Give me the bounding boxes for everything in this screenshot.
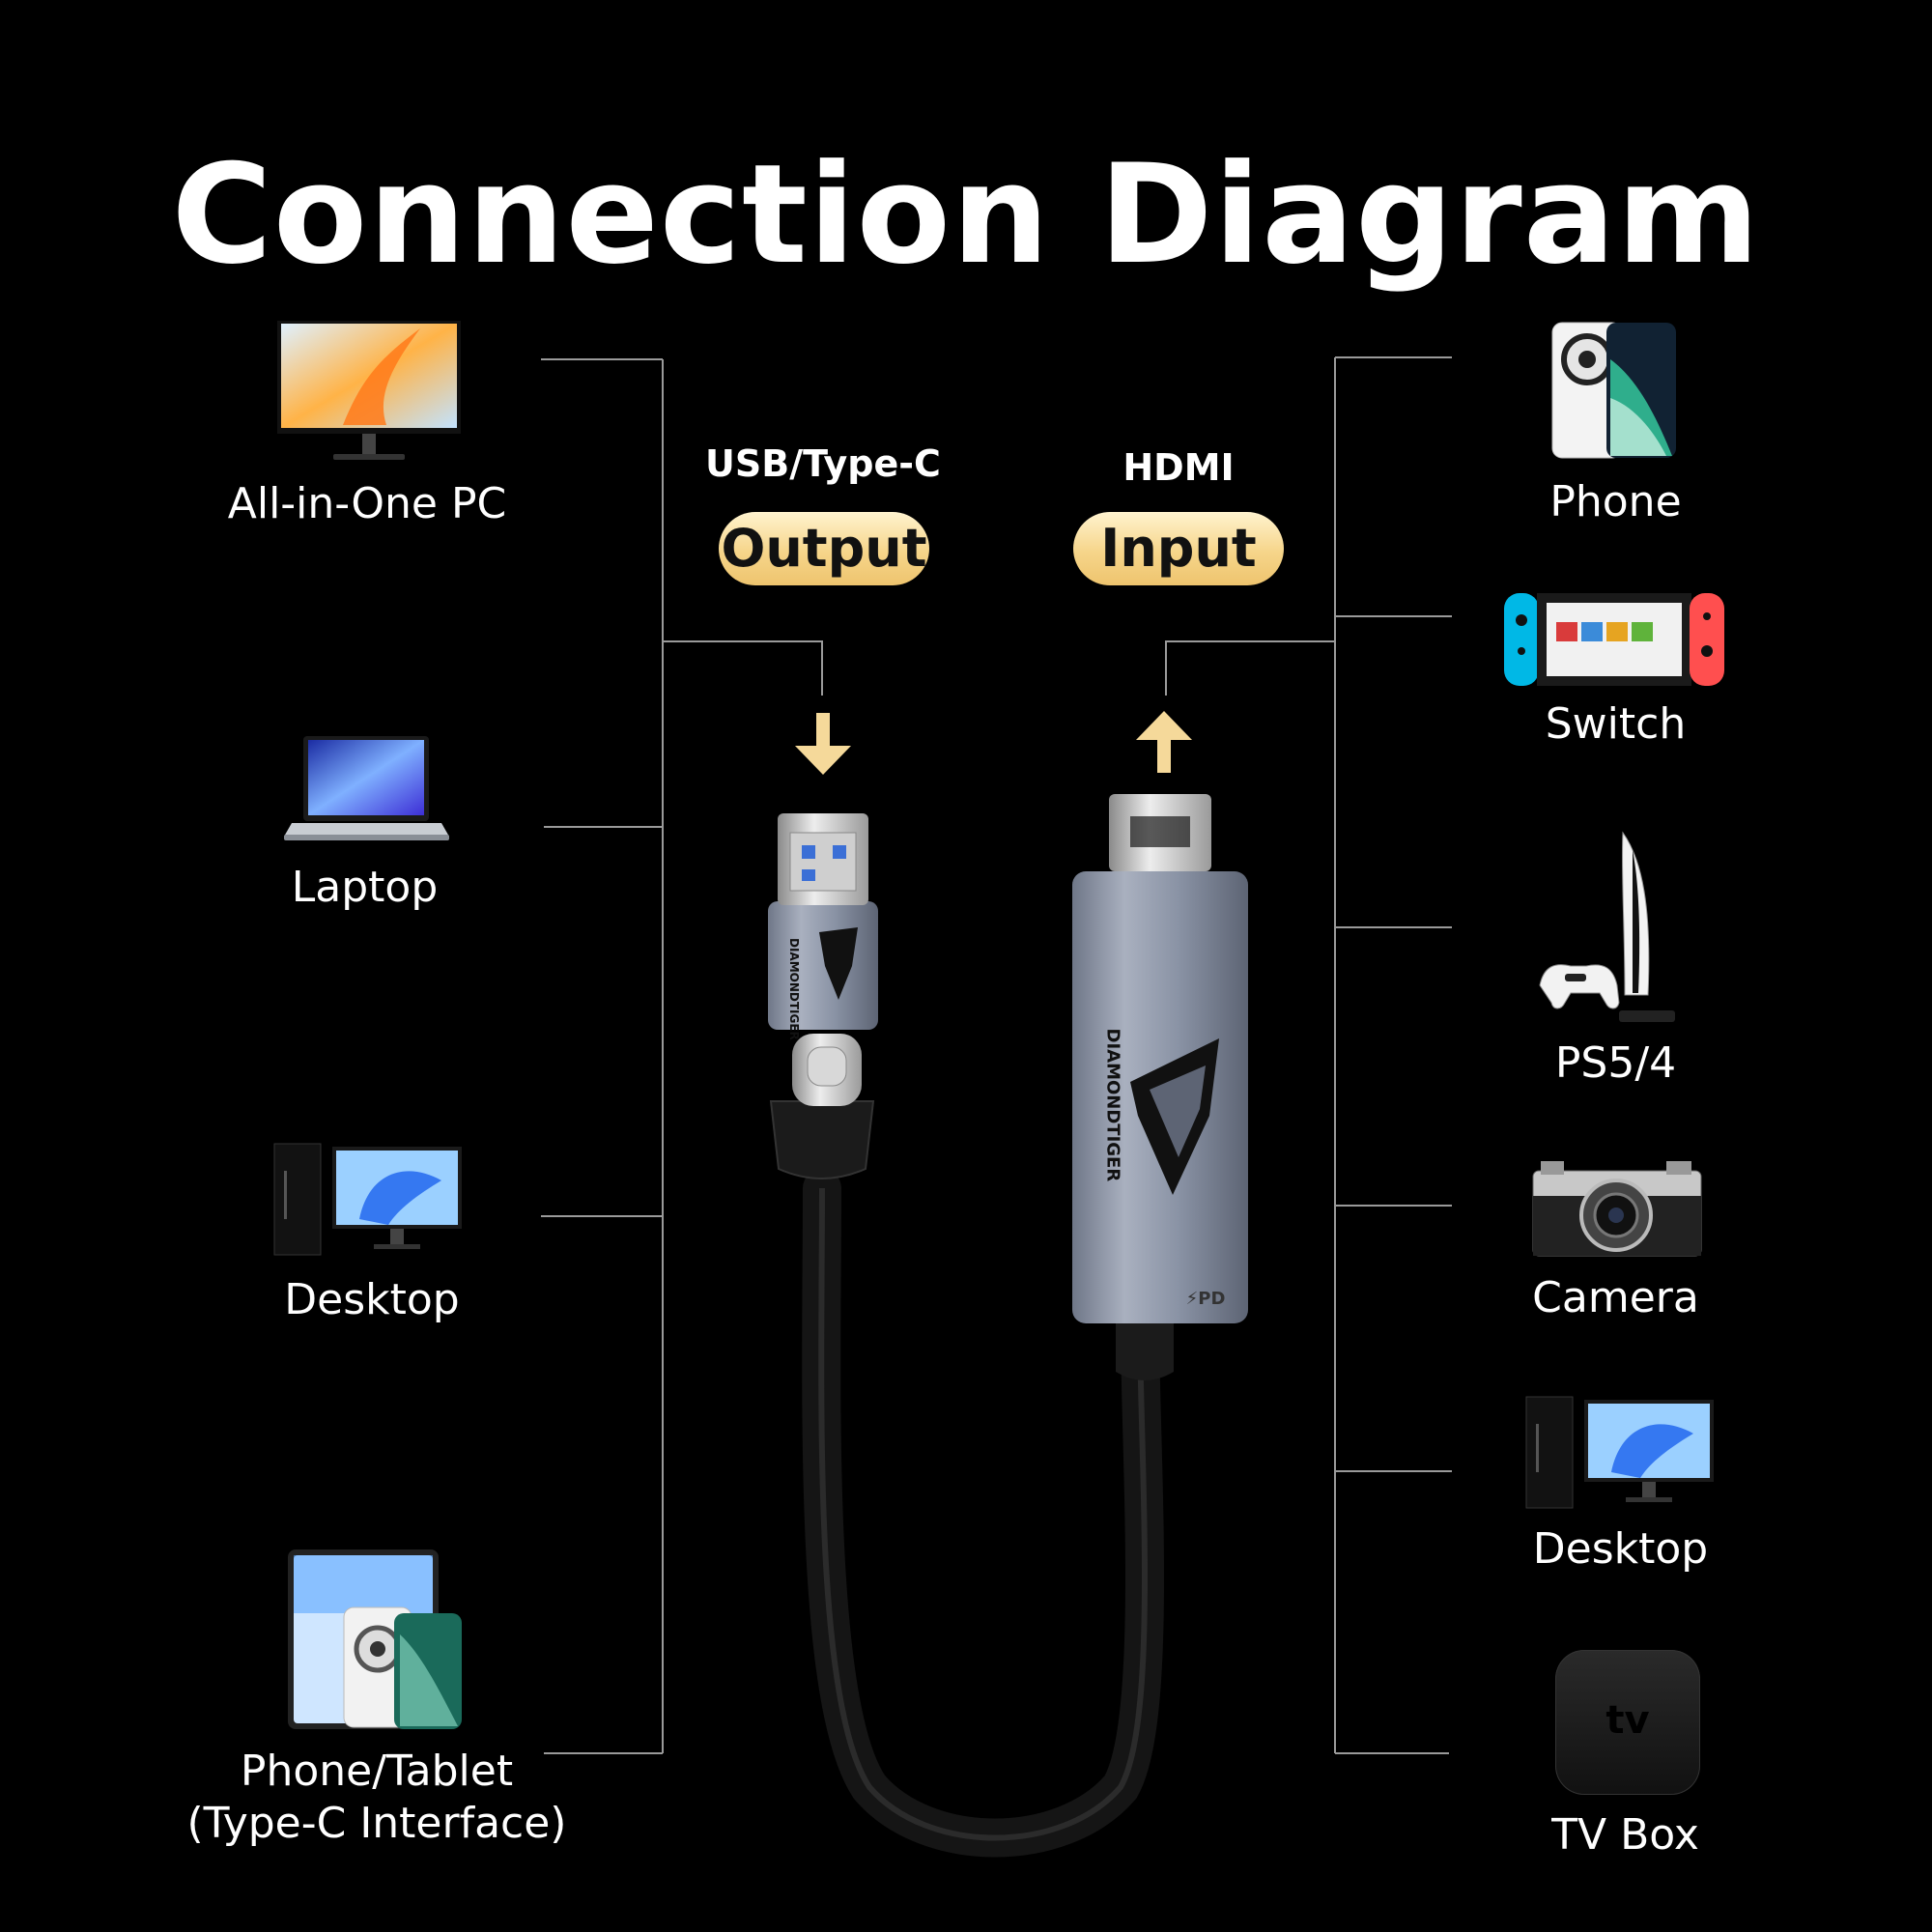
device-label-phone-tablet: Phone/Tablet [240, 1747, 514, 1796]
device-label-phone: Phone [1549, 477, 1682, 526]
diagram-title: Connection Diagram [171, 135, 1761, 295]
left-link-to-usb [663, 640, 823, 696]
device-label-switch: Switch [1545, 699, 1687, 749]
device-label-laptop: Laptop [291, 863, 439, 912]
device-label-ps5: PS5/4 [1554, 1038, 1677, 1088]
tv-box-icon: tv [1555, 1650, 1700, 1795]
desktop-icon-right [1525, 1396, 1714, 1509]
ps5-console-icon [1539, 831, 1675, 1022]
output-port-type: USB/Type-C [705, 442, 941, 485]
device-label-tv-box: TV Box [1551, 1810, 1699, 1860]
tv-box-logo: tv [1605, 1698, 1650, 1743]
desktop-icon [273, 1143, 462, 1256]
output-pill: Output [719, 512, 929, 585]
hdmi-brand-text: DIAMONDTIGER [1102, 1028, 1123, 1182]
usb-logo-icon [819, 927, 858, 1000]
all-in-one-pc-icon [277, 321, 461, 460]
phone-tablet-icon [288, 1549, 462, 1729]
output-down-arrow-icon [795, 713, 851, 775]
hdmi-strain-relief [1116, 1323, 1174, 1380]
device-label-desktop-left: Desktop [284, 1275, 460, 1324]
phone-icon [1551, 322, 1676, 459]
device-label-camera: Camera [1532, 1273, 1699, 1322]
laptop-icon [284, 736, 449, 840]
camera-icon [1532, 1161, 1702, 1257]
input-up-arrow-icon [1136, 711, 1192, 773]
pd-mark: ⚡PD [1185, 1289, 1226, 1309]
input-port-type: HDMI [1122, 446, 1235, 489]
input-pill: Input [1073, 512, 1284, 585]
device-label-desktop-right: Desktop [1532, 1524, 1709, 1574]
switch-console-icon [1504, 593, 1724, 686]
usb-adapter-housing [768, 901, 878, 1030]
device-label-all-in-one-pc: All-in-One PC [227, 479, 507, 528]
usb-strain-relief [769, 1100, 875, 1179]
right-link-to-hdmi [1165, 640, 1335, 696]
device-sublabel-phone-tablet: (Type-C Interface) [186, 1799, 567, 1848]
usb-brand-text: DIAMONDTIGER [787, 938, 801, 1040]
